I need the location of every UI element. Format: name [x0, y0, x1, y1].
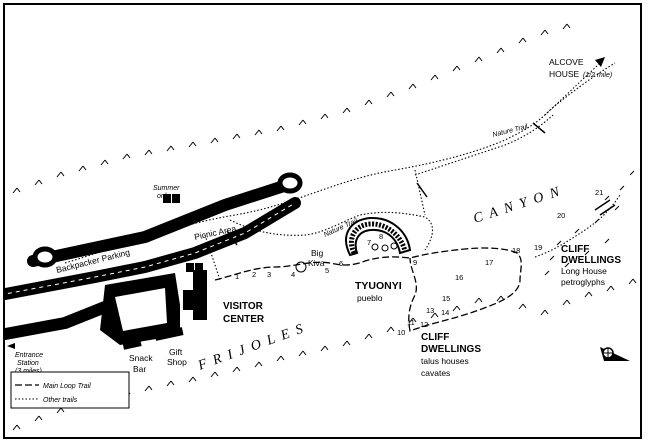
cliff-rim-east [544, 170, 635, 276]
trail-crossings [226, 122, 616, 246]
visitor-center-label: VISITOR [223, 301, 264, 312]
talus-houses-label: talus houses [421, 356, 469, 366]
entrance-label: Station [17, 360, 39, 367]
long-house-label: Long House [561, 266, 607, 276]
gift-shop-building [154, 327, 184, 341]
stop-number: 4 [291, 270, 295, 279]
stop-number: 11 [407, 318, 415, 327]
nature-trail-label: Nature Trail [492, 123, 529, 139]
stop-number: 16 [455, 273, 463, 282]
frijoles-label: FRIJOLES [195, 319, 311, 374]
buildings [122, 194, 207, 350]
stop-number: 9 [413, 258, 417, 267]
trail-stops: 1 2 3 4 5 6 7 8 9 10 11 12 13 14 15 16 1… [235, 188, 603, 337]
cliff-dwellings-label: CLIFF [561, 244, 589, 255]
alcove-house-label: HOUSE [549, 69, 580, 79]
main-loop-trail [214, 247, 522, 332]
cliff-dwellings-label: DWELLINGS [421, 344, 481, 355]
pueblo-label: pueblo [357, 293, 383, 303]
stop-number: 7 [367, 238, 371, 247]
stop-number: 2 [252, 270, 256, 279]
tyuonyi-pueblo [295, 216, 412, 273]
visitor-center-building [193, 270, 207, 320]
stop-number: 6 [339, 259, 343, 268]
stop-number: 18 [512, 246, 520, 255]
summer-only-label: only [157, 193, 170, 200]
restroom-icon [172, 194, 180, 203]
stop-number: 14 [441, 308, 449, 317]
tyuonyi-label: TYUONYI [355, 280, 402, 292]
cavates-label: cavates [421, 368, 450, 378]
entrance-arrow-icon [7, 343, 15, 349]
alcove-distance-label: (1/2 mile) [583, 72, 612, 79]
map-svg: ALCOVE HOUSE (1/2 mile) Nature Trail Nat… [5, 23, 637, 431]
cliff-dwellings-label: DWELLINGS [561, 255, 621, 266]
map-legend: Main Loop Trail Other trails [10, 371, 130, 409]
snack-bar-label: Snack [129, 353, 153, 363]
stop-number: 1 [235, 272, 239, 281]
legend-other-trails-label: Other trails [43, 397, 78, 404]
visitor-center-label: CENTER [223, 314, 265, 325]
roads [5, 172, 303, 345]
summer-only-label: Summer [153, 185, 180, 192]
alcove-trail-arrow [544, 62, 601, 116]
stop-number: 15 [442, 294, 450, 303]
alcove-house-label: ALCOVE [549, 57, 584, 67]
canyon-rim-north [12, 23, 571, 194]
stop-number: 20 [557, 211, 565, 220]
petroglyphs-label: petroglyphs [561, 277, 605, 287]
stop-number: 17 [485, 258, 493, 267]
gift-shop-label: Gift [169, 347, 183, 357]
stop-number: 10 [397, 328, 405, 337]
gift-shop-label: Shop [167, 357, 187, 367]
canyon-label: CANYON [472, 183, 568, 227]
snack-bar-building [122, 338, 142, 350]
stop-number: 13 [426, 306, 434, 315]
entrance-label: Entrance [15, 352, 43, 359]
stop-number: 8 [379, 232, 383, 241]
big-kiva-label: Kiva [308, 258, 325, 268]
legend-main-loop-label: Main Loop Trail [43, 383, 91, 390]
stop-number: 21 [595, 188, 603, 197]
north-arrow-icon [600, 347, 630, 361]
stop-number: 19 [534, 243, 542, 252]
stop-number: 5 [325, 266, 329, 275]
arrow-icon [595, 57, 605, 67]
park-map: ALCOVE HOUSE (1/2 mile) Nature Trail Nat… [3, 3, 642, 439]
restroom-icon [186, 263, 194, 272]
restroom-icon [163, 194, 171, 203]
restroom-icon [195, 263, 203, 272]
cliff-dwellings-label: CLIFF [421, 332, 449, 343]
snack-bar-label: Bar [133, 364, 146, 374]
stop-number: 3 [267, 270, 271, 279]
big-kiva-label: Big [311, 248, 324, 258]
stop-number: 12 [420, 320, 428, 329]
